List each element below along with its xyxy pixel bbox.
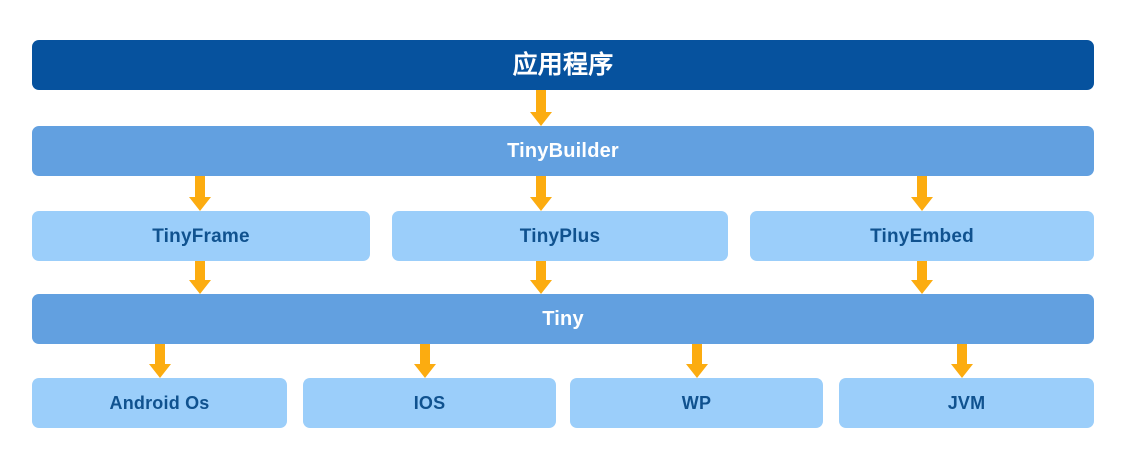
arrow-head-icon <box>686 364 708 378</box>
arrow-tinyplus-to-tiny <box>525 261 557 294</box>
arrow-builder-to-tinyplus <box>525 176 557 211</box>
arrow-head-icon <box>951 364 973 378</box>
arrow-builder-to-tinyembed <box>906 176 938 211</box>
node-label: WP <box>681 393 712 413</box>
node-box-platforms-1: IOS <box>303 378 556 428</box>
arrow-head-icon <box>530 112 552 126</box>
node-label: Android Os <box>109 393 210 413</box>
arrow-app-to-builder <box>525 90 557 126</box>
node-label: TinyEmbed <box>870 225 974 247</box>
arrow-head-icon <box>530 280 552 294</box>
arrow-shaft <box>420 344 430 365</box>
arrow-head-icon <box>189 280 211 294</box>
arrow-shaft <box>536 261 546 281</box>
node-box-platforms-2: WP <box>570 378 823 428</box>
node-label: 应用程序 <box>512 50 614 79</box>
node-box-core-0: Tiny <box>32 294 1094 344</box>
arrow-head-icon <box>530 197 552 211</box>
arrow-shaft <box>536 176 546 198</box>
node-label: TinyBuilder <box>507 140 619 162</box>
arrow-head-icon <box>414 364 436 378</box>
arrow-shaft <box>957 344 967 365</box>
arrow-tiny-to-wp <box>681 344 713 378</box>
arrow-shaft <box>917 261 927 281</box>
node-label: TinyFrame <box>152 225 250 247</box>
node-box-modules-1: TinyPlus <box>392 211 728 261</box>
arrow-builder-to-tinyframe <box>184 176 216 211</box>
arrow-tiny-to-android <box>144 344 176 378</box>
node-label: Tiny <box>542 308 584 330</box>
arrow-shaft <box>155 344 165 365</box>
node-box-builder-0: TinyBuilder <box>32 126 1094 176</box>
arrow-tinyframe-to-tiny <box>184 261 216 294</box>
arrow-shaft <box>917 176 927 198</box>
node-label: TinyPlus <box>519 225 601 247</box>
node-box-platforms-3: JVM <box>839 378 1094 428</box>
arrow-head-icon <box>149 364 171 378</box>
arrow-head-icon <box>911 197 933 211</box>
node-box-modules-2: TinyEmbed <box>750 211 1094 261</box>
node-box-application-0: 应用程序 <box>32 40 1094 90</box>
arrow-head-icon <box>189 197 211 211</box>
arrow-shaft <box>536 90 546 113</box>
node-box-platforms-0: Android Os <box>32 378 287 428</box>
arrow-head-icon <box>911 280 933 294</box>
node-label: JVM <box>947 393 986 413</box>
arrow-shaft <box>195 176 205 198</box>
arrow-tiny-to-ios <box>409 344 441 378</box>
arrow-tiny-to-jvm <box>946 344 978 378</box>
arrow-tinyembed-to-tiny <box>906 261 938 294</box>
arrow-shaft <box>692 344 702 365</box>
node-label: IOS <box>413 393 446 413</box>
node-box-modules-0: TinyFrame <box>32 211 370 261</box>
arrow-shaft <box>195 261 205 281</box>
